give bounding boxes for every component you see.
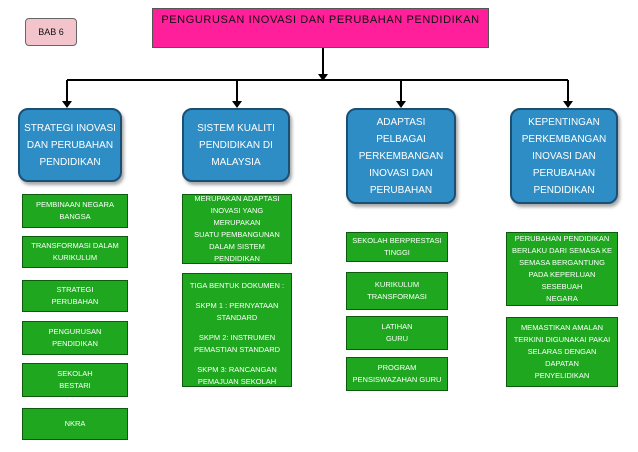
heading-sistem-kualiti: SISTEM KUALITI PENDIDIKAN DI MALAYSIA (182, 108, 290, 182)
skpm-2: SKPM 2: INSTRUMEN PEMASTIAN STANDARD (193, 333, 281, 354)
item-sekolah-bestari: SEKOLAH BESTARI (22, 363, 128, 397)
skpm-3: SKPM 3: RANCANGAN PEMAJUAN SEKOLAH (197, 365, 277, 386)
document-box-title: TIGA BENTUK DOKUMEN : (189, 281, 285, 290)
item-kurikulum-transformasi: KURIKULUM TRANSFORMASI (346, 272, 448, 310)
item-sekolah-berprestasi: SEKOLAH BERPRESTASI TINGGI (346, 232, 448, 262)
diagram-title: PENGURUSAN INOVASI DAN PERUBAHAN PENDIDI… (152, 8, 489, 48)
item-pengurusan-pendidikan: PENGURUSAN PENDIDIKAN (22, 321, 128, 355)
item-strategi-perubahan: STRATEGI PERUBAHAN (22, 280, 128, 312)
item-latihan-guru: LATIHAN GURU (346, 316, 448, 350)
item-transformasi-kurikulum: TRANSFORMASI DALAM KURIKULUM (22, 236, 128, 268)
item-program-pensiswazahan: PROGRAM PENSISWAZAHAN GURU (346, 357, 448, 391)
heading-strategi-inovasi: STRATEGI INOVASI DAN PERUBAHAN PENDIDIKA… (18, 108, 122, 182)
item-nkra: NKRA (22, 408, 128, 440)
item-memastikan-amalan: MEMASTIKAN AMALAN TERKINI DIGUNAKAI PAKA… (506, 317, 618, 387)
chapter-tag: BAB 6 (25, 18, 77, 46)
item-perubahan-pendidikan: PERUBAHAN PENDIDIKAN BERLAKU DARI SEMASA… (506, 232, 618, 306)
document-box: TIGA BENTUK DOKUMEN : SKPM 1 : PERNYATAA… (182, 273, 292, 387)
skpm-1: SKPM 1 : PERNYATAAN STANDARD (195, 301, 279, 322)
item-adaptasi-inovasi: MERUPAKAN ADAPTASI INOVASI YANG MERUPAKA… (182, 194, 292, 264)
item-pembinaan-negara: PEMBINAAN NEGARA BANGSA (22, 194, 128, 228)
heading-adaptasi: ADAPTASI PELBAGAI PERKEMBANGAN INOVASI D… (346, 108, 456, 204)
heading-kepentingan: KEPENTINGAN PERKEMBANGAN INOVASI DAN PER… (510, 108, 618, 204)
